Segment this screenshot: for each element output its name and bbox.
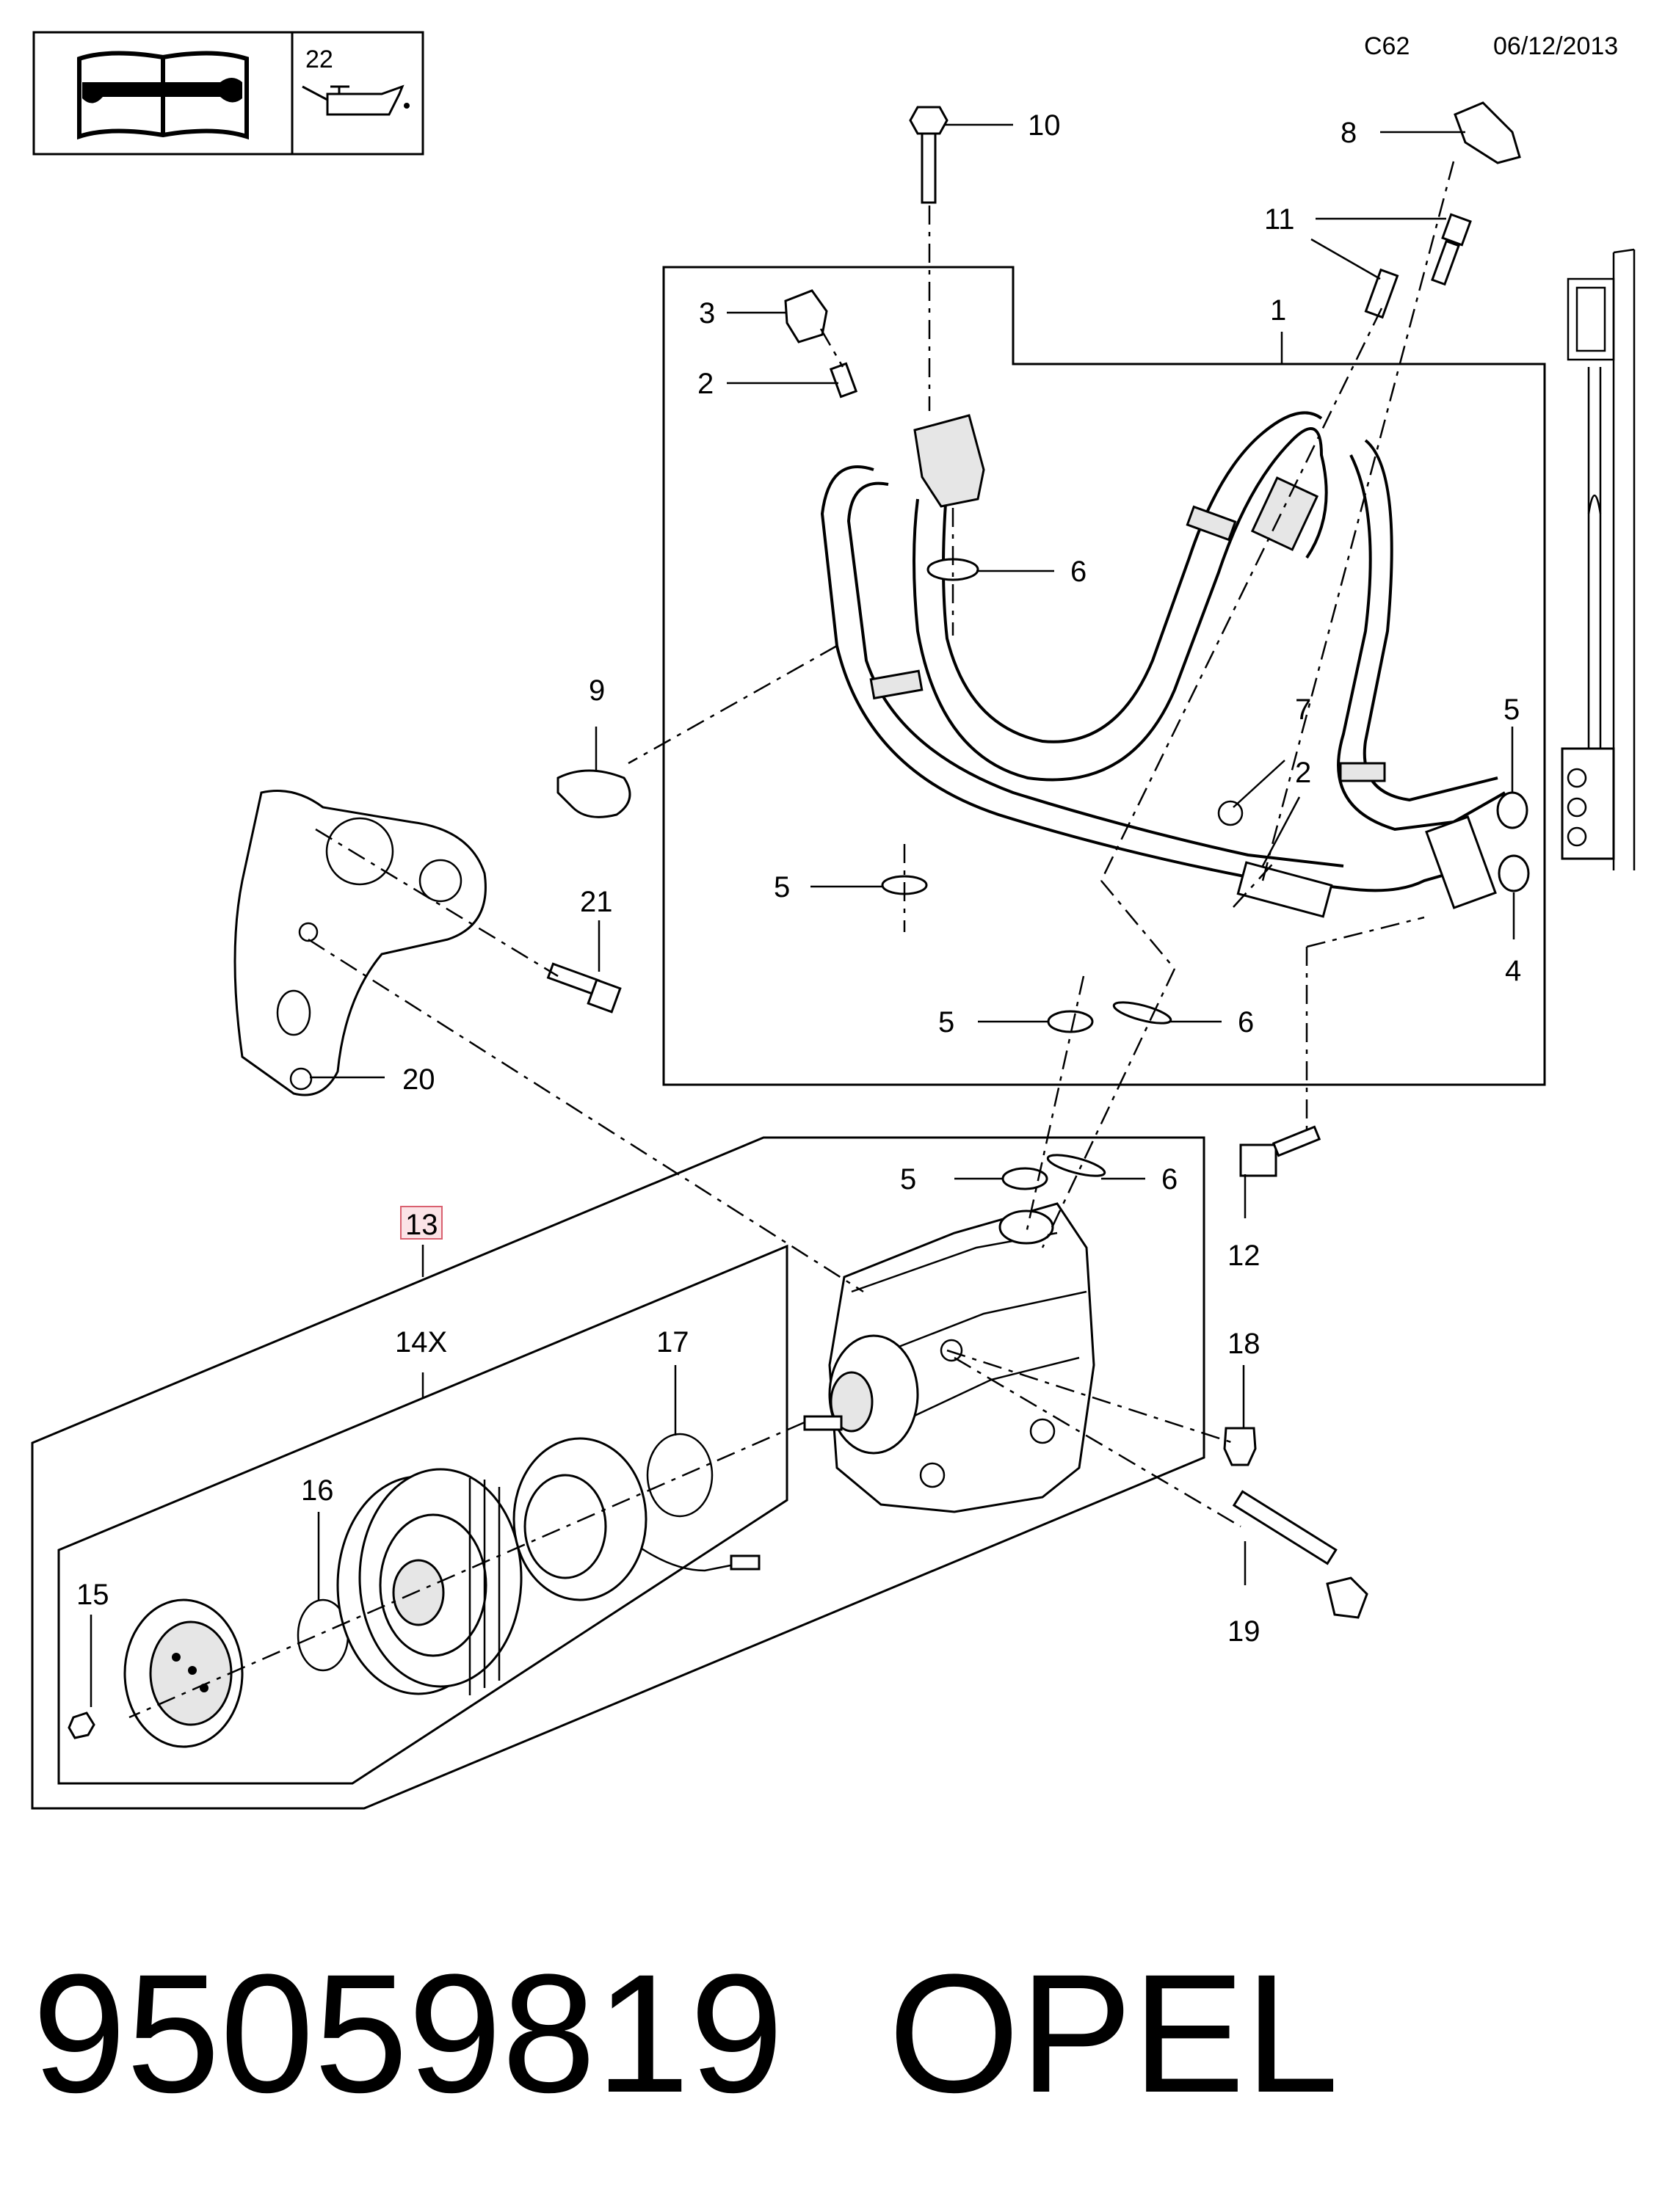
manual-reference-box: 22 [32,31,424,156]
callout-4: 4 [1505,955,1521,987]
callout-5-right: 5 [1503,694,1520,726]
brand-name: OPEL [888,1939,1339,2128]
callout-7: 7 [1295,694,1311,726]
callout-3: 3 [699,297,715,330]
oil-can-icon [302,84,410,116]
seal-rings [881,558,1530,1190]
clutch-plate-15 [68,1598,244,1748]
bolt-21 [546,962,622,1014]
valve-core-2 [829,362,858,399]
pressure-switch-8 [1454,101,1521,164]
section-code: C62 [1364,32,1410,60]
compressor [803,1202,1095,1513]
compressor-group-box [31,1136,1205,1810]
callout-21: 21 [580,886,613,918]
manual-wrench-icon [77,51,249,140]
bolt-19 [1232,1490,1368,1619]
callout-16: 16 [301,1474,334,1507]
pressure-sensor-3 [784,289,828,343]
callout-9: 9 [589,674,605,707]
callout-5-compressor: 5 [900,1163,916,1196]
callout-10: 10 [1028,109,1061,142]
compressor-bracket [233,790,487,1096]
hose-assembly-group-box [662,266,1546,1086]
pulley [336,1468,523,1695]
callout-19: 19 [1227,1615,1260,1648]
callout-6-compressor: 6 [1161,1163,1178,1196]
callout-2-right: 2 [1295,757,1311,789]
plug-18 [1223,1427,1257,1466]
bolt-10 [909,106,948,204]
callout-13-highlight: 13 [400,1206,443,1241]
callout-1: 1 [1270,294,1286,327]
callout-15: 15 [76,1579,109,1611]
callout-6-lower: 6 [1238,1006,1254,1038]
callout-14x: 14X [395,1326,447,1358]
callout-11: 11 [1264,203,1295,236]
snap-ring-17 [646,1433,714,1518]
callout-5-mid: 5 [774,871,790,903]
callout-13: 13 [405,1209,438,1241]
callout-labels: 10 8 11 1 3 2 6 9 5 7 2 5 4 21 20 5 6 5 … [76,109,1521,1648]
ac-hoses [820,411,1506,918]
callout-18: 18 [1227,1328,1260,1360]
part-number: 95059819 [32,1939,783,2128]
field-coil [512,1437,761,1601]
center-lines [128,161,1455,1719]
condenser-panel [1561,248,1636,870]
callout-8: 8 [1341,117,1357,149]
callout-2-top: 2 [697,368,714,400]
leader-lines [90,123,1515,1707]
bolt-12 [1239,1125,1321,1177]
clip-9 [556,769,631,818]
manual-ref-number: 22 [305,46,333,73]
callout-17: 17 [656,1326,689,1358]
clutch-kit-group-box [57,1244,788,1785]
callout-5-lower: 5 [938,1006,954,1038]
callout-12: 12 [1227,1240,1260,1272]
bolt-11 [1364,213,1472,319]
callout-20: 20 [402,1063,435,1096]
callout-6-top: 6 [1070,556,1087,588]
diagram-date: 06/12/2013 [1493,32,1618,60]
